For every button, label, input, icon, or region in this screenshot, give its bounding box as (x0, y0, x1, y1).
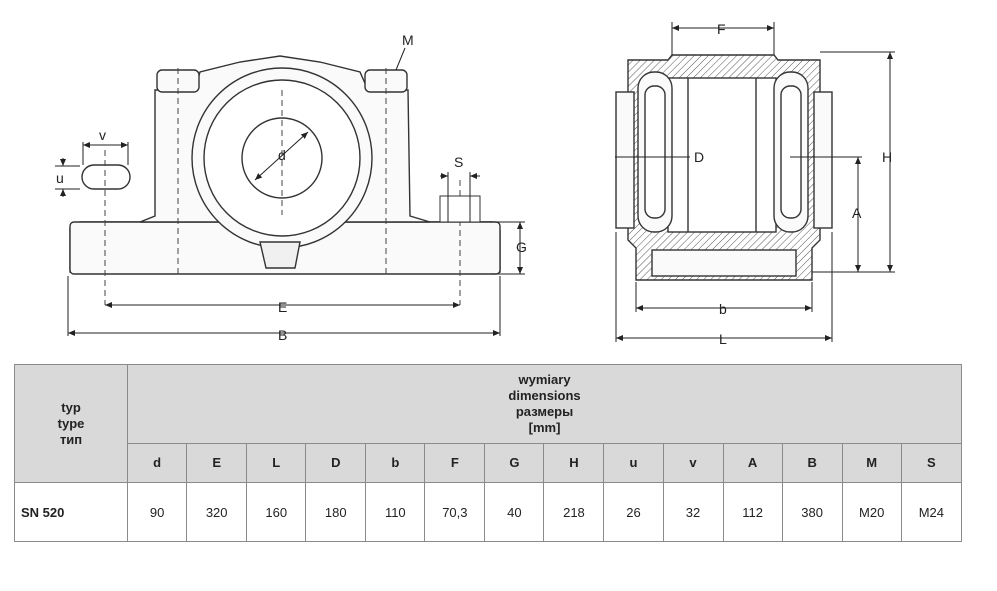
cell-b: 110 (365, 482, 426, 542)
column-header-L: L (246, 443, 307, 483)
cell-u: 26 (603, 482, 664, 542)
column-header-b: b (365, 443, 426, 483)
cell-E: 320 (186, 482, 248, 542)
label-v: v (99, 127, 106, 143)
label-A: A (852, 205, 862, 221)
dimensions-group-header: wymiary dimensions размеры [mm] (127, 364, 962, 444)
cell-S: M24 (900, 482, 963, 542)
column-header-d: d (127, 443, 188, 483)
cell-A: 112 (722, 482, 783, 542)
label-E: E (278, 299, 287, 315)
column-header-E: E (186, 443, 248, 483)
group-header-en: dimensions (508, 388, 581, 403)
type-header-en: type (57, 415, 85, 431)
cell-F: 70,3 (424, 482, 486, 542)
group-header-unit: [mm] (528, 420, 561, 435)
label-H: H (882, 149, 892, 165)
cell-M: M20 (841, 482, 902, 542)
column-header-D: D (305, 443, 367, 483)
column-header-u: u (603, 443, 664, 483)
label-L: L (719, 331, 727, 347)
dimensions-table: typ type тип wymiary dimensions размеры … (13, 364, 963, 542)
label-B: B (278, 327, 287, 343)
label-S: S (454, 154, 463, 170)
technical-drawing: M d v u S G E B (55, 21, 895, 347)
type-header-pl: typ (61, 399, 81, 415)
column-header-F: F (424, 443, 486, 483)
column-header-v: v (662, 443, 724, 483)
label-G: G (516, 239, 527, 255)
type-header: typ type тип (13, 364, 129, 483)
column-header-A: A (722, 443, 783, 483)
side-view (615, 54, 833, 281)
label-u: u (56, 170, 64, 186)
cell-v: 32 (662, 482, 724, 542)
group-header-ru: размеры (515, 404, 574, 419)
label-M: M (402, 32, 414, 48)
type-header-ru: тип (59, 431, 83, 447)
cell-L: 160 (246, 482, 307, 542)
cell-B: 380 (781, 482, 843, 542)
cell-D: 180 (305, 482, 367, 542)
front-view (69, 55, 501, 275)
cell-H: 218 (543, 482, 605, 542)
label-b: b (719, 301, 727, 317)
column-header-S: S (900, 443, 963, 483)
column-header-G: G (484, 443, 545, 483)
cell-d: 90 (127, 482, 188, 542)
column-header-H: H (543, 443, 605, 483)
label-F: F (717, 21, 726, 37)
cell-G: 40 (484, 482, 545, 542)
column-header-M: M (841, 443, 902, 483)
model-cell: SN 520 (13, 482, 129, 542)
column-header-B: B (781, 443, 843, 483)
group-header-pl: wymiary (518, 372, 571, 387)
label-D: D (694, 149, 704, 165)
label-d: d (278, 147, 286, 163)
